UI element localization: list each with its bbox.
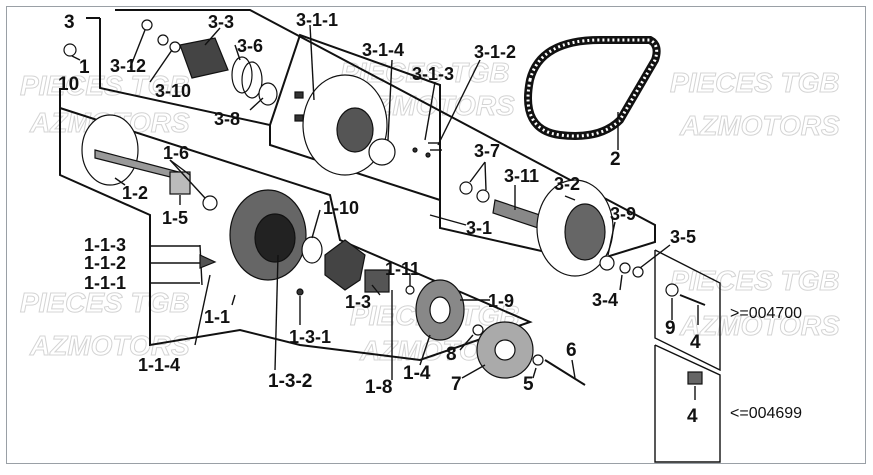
- variant-box-lower: [654, 344, 721, 463]
- watermark-group: PIECES TGB AZMOTORS PIECES TGB AZMOTORS …: [20, 57, 841, 367]
- callout-label: 3-7: [474, 141, 500, 161]
- callout-label: 3-2: [554, 174, 580, 194]
- watermark-text: PIECES TGB: [20, 287, 190, 318]
- callout-label: 3-1-4: [362, 40, 404, 60]
- watermark-text: PIECES TGB: [20, 70, 190, 101]
- callout-label: 1-11: [385, 259, 420, 279]
- watermark-text: AZMOTORS: [679, 310, 840, 341]
- callout-label: 3-8: [214, 109, 240, 129]
- callout-label: 1-5: [162, 208, 188, 228]
- callout-label: 3-1-1: [296, 10, 338, 30]
- callout-labels: 3 3-3 3-12 3-6 3-10 3-8 3-1-1 3-1-4 3-1-…: [58, 10, 802, 427]
- variant-note: >=004700: [730, 305, 802, 322]
- callout-label: 9: [665, 318, 676, 339]
- callout-label: 3: [64, 12, 75, 33]
- diagram-frame: [6, 6, 866, 464]
- callout-label: 3-6: [237, 36, 263, 56]
- leader-lines: [71, 24, 699, 400]
- callout-label: 1-3: [345, 292, 371, 312]
- variant-note: <=004699: [730, 405, 802, 422]
- callout-label: 1-10: [323, 198, 359, 218]
- callout-label: 3-10: [155, 81, 191, 101]
- variant-box-upper: [654, 249, 721, 372]
- drive-pulley-parts: [63, 43, 706, 386]
- watermark-text: PIECES TGB: [670, 265, 840, 296]
- callout-label: 3-4: [592, 290, 618, 310]
- callout-label: 7: [451, 374, 462, 395]
- assembly-1-outline: [59, 88, 533, 362]
- assembly-3-outline: [99, 9, 656, 264]
- callout-label: 6: [566, 340, 577, 361]
- callout-label: 3-11: [504, 166, 539, 186]
- callout-label: 1-4: [403, 363, 431, 384]
- callout-label: 10: [58, 74, 79, 95]
- callout-label: 4: [690, 332, 701, 353]
- callout-label: 1-1-2: [84, 253, 126, 273]
- callout-label: 1-1-4: [138, 355, 180, 375]
- drive-belt: [524, 36, 661, 140]
- callout-label: 1-1-3: [84, 235, 126, 255]
- watermark-text: PIECES TGB: [670, 67, 840, 98]
- callout-label: 1-1-1: [84, 273, 126, 293]
- watermark-text: AZMOTORS: [679, 110, 840, 141]
- callout-label: 3-5: [670, 227, 696, 247]
- callout-label: 8: [446, 344, 457, 365]
- callout-label: 3-9: [610, 204, 636, 224]
- callout-label: 1-3-2: [268, 371, 312, 392]
- callout-label: 1-1: [204, 307, 230, 327]
- callout-label: 3-1-2: [474, 42, 516, 62]
- callout-label: 3-1-3: [412, 64, 454, 84]
- callout-label: 1: [79, 57, 90, 78]
- callout-label: 1-8: [365, 377, 392, 398]
- callout-label: 1-2: [122, 183, 148, 203]
- callout-label: 2: [610, 149, 621, 170]
- callout-label: 3-12: [110, 56, 146, 76]
- callout-label: 5: [523, 374, 534, 395]
- watermark-text: AZMOTORS: [29, 330, 190, 361]
- callout-label: 1-3-1: [289, 327, 331, 347]
- callout-label: 3-1: [466, 218, 492, 238]
- callout-label: 4: [687, 406, 698, 427]
- driven-pulley-parts: [141, 19, 644, 278]
- callout-label: 1-9: [488, 291, 514, 311]
- callout-label: 1-6: [163, 143, 189, 163]
- callout-label: 3-3: [208, 12, 234, 32]
